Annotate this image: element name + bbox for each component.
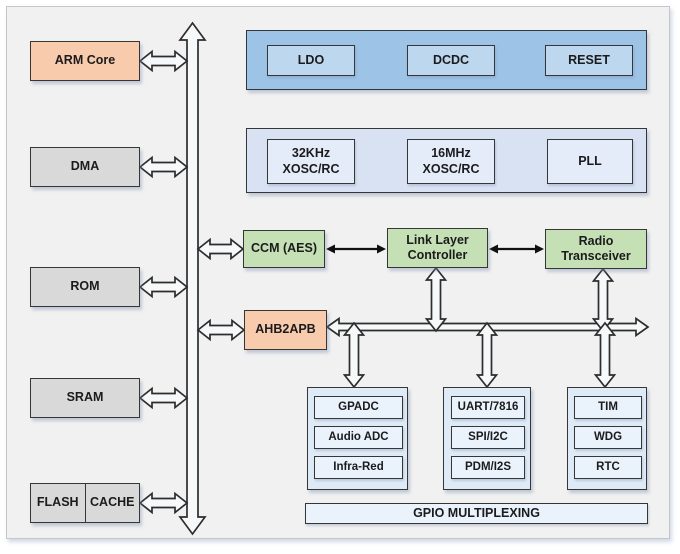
- block-flash: FLASH: [36, 495, 79, 510]
- block-pdm-i2s: PDM/I2S: [451, 456, 525, 479]
- block-wdg: WDG: [574, 426, 642, 449]
- block-32khz-xosc: 32KHz XOSC/RC: [267, 139, 355, 184]
- ahb2apb-bus-arrow: [196, 318, 246, 342]
- radio-apb-arrow: [591, 267, 615, 333]
- block-rom: ROM: [30, 267, 140, 307]
- block-uart-7816: UART/7816: [451, 396, 525, 419]
- block-ldo: LDO: [267, 45, 355, 76]
- block-rtc: RTC: [574, 456, 642, 479]
- block-audio-adc: Audio ADC: [314, 426, 403, 449]
- block-arm-core: ARM Core: [30, 41, 140, 81]
- peripheral-group-analog: GPADC Audio ADC Infra-Red: [307, 387, 408, 490]
- rom-bus-arrow: [138, 275, 189, 299]
- main-ahb-vertical-bus: [178, 21, 207, 536]
- block-link-layer-controller: Link Layer Controller: [387, 228, 488, 268]
- block-ahb2apb: AHB2APB: [244, 310, 327, 350]
- peripheral-group-serial: UART/7816 SPI/I2C PDM/I2S: [443, 387, 531, 490]
- block-dma: DMA: [30, 147, 140, 187]
- block-tim: TIM: [574, 396, 642, 419]
- block-radio-transceiver: Radio Transceiver: [545, 229, 647, 269]
- ccm-linklayer-arrow-right-head: [377, 244, 386, 254]
- timers-group-apb-arrow: [593, 321, 617, 389]
- linklayer-radio-arrow-left-head: [489, 244, 498, 254]
- block-flash-cache: FLASH CACHE: [30, 483, 140, 523]
- block-dcdc: DCDC: [407, 45, 495, 76]
- block-cache: CACHE: [84, 484, 140, 522]
- block-infra-red: Infra-Red: [314, 456, 403, 479]
- power-domain-container: LDO DCDC RESET: [246, 30, 647, 90]
- block-spi-i2c: SPI/I2C: [451, 426, 525, 449]
- ccm-linklayer-arrow-left-head: [326, 244, 335, 254]
- block-ccm-aes: CCM (AES): [243, 230, 325, 268]
- flash-bus-arrow: [138, 491, 189, 515]
- link-layer-apb-arrow: [424, 266, 448, 333]
- block-gpadc: GPADC: [314, 396, 403, 419]
- linklayer-radio-arrow-right-head: [535, 244, 544, 254]
- clock-domain-container: 32KHz XOSC/RC 16MHz XOSC/RC PLL: [246, 128, 647, 193]
- analog-group-apb-arrow: [342, 321, 366, 389]
- sram-bus-arrow: [138, 386, 189, 410]
- block-pll: PLL: [547, 139, 633, 184]
- dma-bus-arrow: [138, 155, 189, 179]
- peripheral-group-timers: TIM WDG RTC: [567, 387, 647, 490]
- block-16mhz-xosc: 16MHz XOSC/RC: [407, 139, 495, 184]
- arm-core-bus-arrow: [138, 49, 189, 73]
- serial-group-apb-arrow: [475, 321, 499, 389]
- ccm-bus-arrow: [196, 237, 245, 261]
- block-reset: RESET: [545, 45, 633, 76]
- block-gpio-multiplexing: GPIO MULTIPLEXING: [305, 503, 648, 524]
- block-sram: SRAM: [30, 378, 140, 418]
